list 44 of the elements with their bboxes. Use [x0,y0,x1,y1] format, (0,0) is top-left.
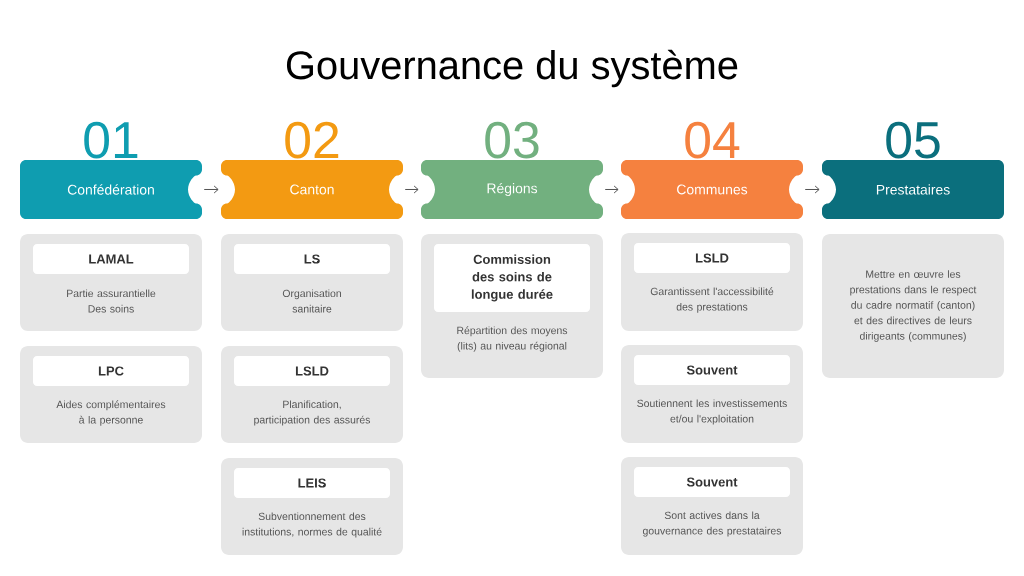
card-text: Garantissent l'accessibilité des prestations [650,287,774,313]
header-tab: Régions [421,160,603,219]
card [421,234,603,378]
arrow [804,185,820,194]
card-text: Sont actives dans la gouvernance des prestataires [642,511,782,537]
card-text: Partie assurantielle Des soins [67,289,156,313]
heading-box: Souvent [634,355,790,385]
card-text: Mettre en œuvre les prestations dans le respect du cadre normatif (canton) et des directives de leurs dirigeants (communes) [850,270,977,342]
heading-box: LAMAL [33,244,189,274]
arrow [404,185,419,194]
header-tab: Prestataires [822,160,1004,219]
card [20,234,202,331]
card [621,457,803,555]
heading-box: LS [234,244,390,274]
header-tab: Canton [221,160,403,219]
card-text: Aides complémentaires à la personne [56,400,166,426]
title: Gouvernance du système [286,49,738,88]
arrow [203,185,219,194]
card [822,234,1004,378]
heading-box: Commission des soins de longue durée [434,244,590,312]
card-text: Organisation sanitaire [282,289,341,313]
step-number: 01 [84,121,138,159]
card [621,345,803,443]
card-text: Subventionnement des institutions, normes de qualité [242,512,382,538]
step-number: 02 [285,121,339,159]
heading-box: LEIS [234,468,390,498]
step-number: 05 [886,121,940,159]
card-text: Planification, participation des assurés [254,400,371,426]
step-number: 04 [685,121,740,159]
heading-box: LPC [33,356,189,386]
card [221,234,403,331]
card [621,233,803,331]
card-text: Soutiennent les investissements et/ou l'exploitation [637,399,787,425]
arrow [604,185,619,194]
card [221,458,403,555]
header-tab: Confédération [20,160,202,219]
heading-box: LSLD [234,356,390,386]
step-number: 03 [485,121,539,159]
heading-box: LSLD [634,243,790,273]
card [221,346,403,443]
heading-box: Souvent [634,467,790,497]
card [20,346,202,443]
header-tab: Communes [621,160,803,219]
card-text: Répartition des moyens (lits) au niveau régional [457,326,568,352]
